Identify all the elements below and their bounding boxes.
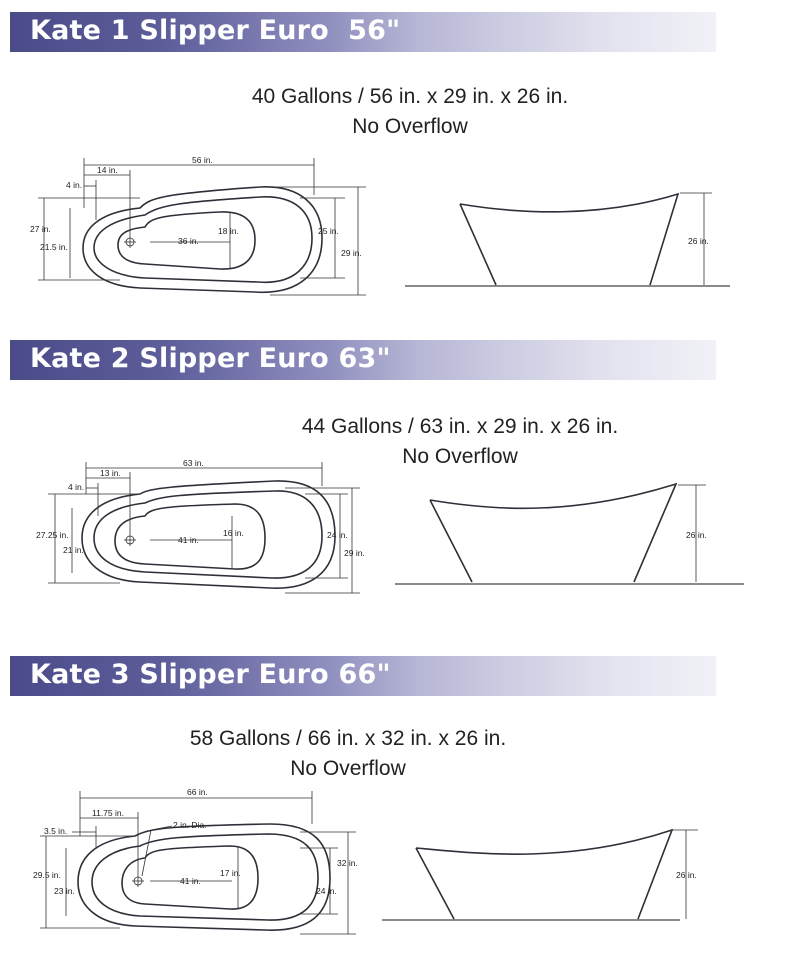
capacity-dimensions: 40 Gallons / 56 in. x 29 in. x 26 in. (251, 85, 569, 108)
top-view-diagram: 56 in. 14 in. 4 in. 27 in. 21.5 in. 36 i… (30, 155, 366, 296)
side-view-diagram: 26 in. (405, 192, 730, 287)
model-title: Kate 3 Slipper Euro 66" (30, 659, 391, 690)
dim-inner-width: 21.5 in. (40, 242, 68, 252)
dim-drain-offset: 11.75 in. (92, 808, 124, 818)
model-banner: Kate 3 Slipper Euro 66" (10, 656, 716, 696)
dim-right-outer: 29 in. (341, 248, 362, 258)
dim-overall-length: 63 in. (183, 458, 204, 468)
dim-right-inner: 24 in. (327, 530, 348, 540)
dim-basin-width: 18 in. (218, 226, 239, 236)
dim-outer-width: 27 in. (30, 224, 51, 234)
model-section-3: Kate 3 Slipper Euro 66" 58 Gallons / 66 … (0, 646, 800, 965)
dim-outer-width: 27.25 in. (36, 530, 69, 540)
model-title: Kate 2 Slipper Euro 63" (30, 343, 391, 374)
model-section-1: Kate 1 Slipper Euro 56" 40 Gallons / 56 … (0, 0, 800, 310)
dim-rim-offset: 4 in. (68, 482, 84, 492)
capacity-dimensions: 44 Gallons / 63 in. x 29 in. x 26 in. (301, 415, 619, 438)
dim-overall-length: 66 in. (187, 787, 208, 797)
dim-height: 26 in. (686, 530, 707, 540)
dim-right-inner: 25 in. (318, 226, 339, 236)
model-banner: Kate 1 Slipper Euro 56" (10, 12, 716, 52)
model-banner: Kate 2 Slipper Euro 63" (10, 340, 716, 380)
spec-block: 44 Gallons / 63 in. x 29 in. x 26 in. No… (110, 412, 800, 472)
side-view-diagram: 26 in. (382, 828, 698, 921)
dim-basin-width: 16 in. (223, 528, 244, 538)
tub-basin (121, 845, 259, 910)
dim-basin-width: 17 in. (220, 868, 241, 878)
top-view-diagram: 66 in. 11.75 in. 3.5 in. 2 in. Dia. 29.5… (33, 787, 358, 935)
top-view-diagram: 63 in. 13 in. 4 in. 27.25 in. 21 in. 41 … (36, 458, 365, 594)
dim-right-outer: 29 in. (344, 548, 365, 558)
dim-rim-offset: 4 in. (66, 180, 82, 190)
spec-block: 58 Gallons / 66 in. x 32 in. x 26 in. No… (0, 724, 698, 784)
dim-drain-diameter: 2 in. Dia. (173, 820, 207, 830)
tub-inner-rim (91, 833, 319, 921)
dim-overall-length: 56 in. (192, 155, 213, 165)
side-view-diagram: 26 in. (395, 482, 744, 585)
dim-height: 26 in. (688, 236, 709, 246)
tub-basin (114, 503, 266, 570)
dim-basin-length: 41 in. (180, 876, 201, 886)
tub-side-profile (459, 192, 680, 286)
tub-outer-outline (82, 186, 323, 293)
model-title: Kate 1 Slipper Euro 56" (30, 15, 401, 46)
overflow-note: No Overflow (290, 757, 406, 780)
model-section-2: Kate 2 Slipper Euro 63" 44 Gallons / 63 … (0, 330, 800, 630)
dim-right-outer: 32 in. (337, 858, 358, 868)
tub-inner-rim (93, 490, 323, 579)
overflow-note: No Overflow (402, 445, 518, 468)
dim-inner-width: 23 in. (54, 886, 75, 896)
dim-basin-length: 36 in. (178, 236, 199, 246)
dim-height: 26 in. (676, 870, 697, 880)
dim-drain-offset: 14 in. (97, 165, 118, 175)
dim-inner-width: 21 in. (63, 545, 84, 555)
dim-basin-length: 41 in. (178, 535, 199, 545)
tub-inner-rim (93, 196, 313, 284)
tub-side-profile (429, 482, 678, 583)
capacity-dimensions: 58 Gallons / 66 in. x 32 in. x 26 in. (189, 727, 507, 750)
dim-right-inner: 24 in. (316, 886, 337, 896)
overflow-note: No Overflow (352, 115, 468, 138)
tub-outer-outline (77, 823, 331, 931)
tub-side-profile (415, 828, 674, 920)
tub-outer-outline (81, 480, 336, 589)
tub-basin (117, 211, 256, 270)
dim-outer-width: 29.5 in. (33, 870, 61, 880)
dim-rim-offset: 3.5 in. (44, 826, 67, 836)
spec-block: 40 Gallons / 56 in. x 29 in. x 26 in. No… (60, 82, 760, 142)
dim-drain-offset: 13 in. (100, 468, 121, 478)
